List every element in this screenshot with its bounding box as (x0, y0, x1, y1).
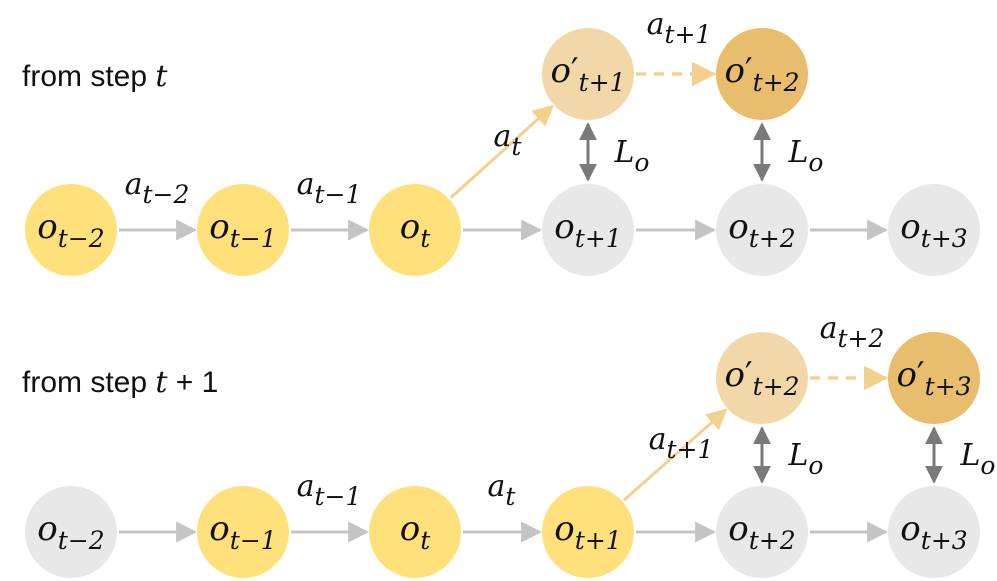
edge-label-a-t−1: at−1 (297, 469, 362, 511)
node-op_t+2: o′t+2 (716, 332, 808, 424)
row-title: from step t + 1 (22, 365, 218, 400)
edge-label-a-t: at (494, 119, 523, 161)
node-label: ot+1 (554, 207, 621, 253)
nodes: ot−2 ot−1 ot ot+1 ot+2 ot+3 o′t+2 o′t+3 (25, 332, 980, 578)
node-label: o′t+1 (550, 51, 625, 97)
node-label: ot−1 (209, 207, 276, 253)
node-o_t+3: ot+3 (888, 486, 980, 578)
node-circle (542, 184, 634, 276)
node-o_t: ot (369, 486, 461, 578)
row-title: from step t (22, 59, 168, 94)
node-o_t-1: ot−1 (197, 486, 289, 578)
edge-label-a-t−1: at−1 (297, 167, 362, 209)
node-circle (888, 184, 980, 276)
edge-label-L-o: Lo (960, 438, 996, 480)
node-o_t-2: ot−2 (25, 486, 117, 578)
edge-label-a-t: at (488, 469, 517, 511)
node-circle (888, 332, 980, 424)
node-op_t+1: o′t+1 (542, 28, 634, 120)
edge-label-a-t−2: at−2 (125, 167, 190, 209)
node-circle (716, 486, 808, 578)
edge-label-L-o: Lo (614, 135, 650, 177)
edges: at−1 at at+1 at+2Lo Lo (119, 311, 996, 543)
node-o_t+2: ot+2 (716, 486, 808, 578)
node-label: ot (400, 207, 431, 253)
node-op_t+3: o′t+3 (888, 332, 980, 424)
edges: at−2 at−1 at at+1Lo Lo (119, 7, 889, 241)
edge-label-a-t+2: at+2 (820, 311, 885, 353)
node-circle (197, 486, 289, 578)
node-circle (197, 184, 289, 276)
node-circle (542, 486, 634, 578)
node-circle (716, 28, 808, 120)
node-label: o′t+2 (724, 51, 799, 97)
node-circle (716, 184, 808, 276)
node-o_t: ot (369, 184, 461, 276)
node-label: ot−1 (209, 509, 276, 555)
node-label: ot+2 (728, 509, 795, 555)
node-o_t-1: ot−1 (197, 184, 289, 276)
node-label: o′t+2 (724, 355, 799, 401)
node-label: ot+2 (728, 207, 795, 253)
node-label: ot+3 (900, 509, 967, 555)
node-circle (369, 486, 461, 578)
node-label: o′t+3 (896, 355, 971, 401)
node-op_t+2: o′t+2 (716, 28, 808, 120)
node-label: ot+1 (554, 509, 621, 555)
node-label: ot (400, 509, 431, 555)
node-label: ot+3 (900, 207, 967, 253)
node-circle (716, 332, 808, 424)
node-o_t-2: ot−2 (25, 184, 117, 276)
node-circle (25, 184, 117, 276)
edge-label-L-o: Lo (788, 438, 824, 480)
node-circle (369, 184, 461, 276)
node-circle (25, 486, 117, 578)
node-o_t+3: ot+3 (888, 184, 980, 276)
node-circle (542, 28, 634, 120)
node-o_t+1: ot+1 (542, 184, 634, 276)
edge-label-a-t+1: at+1 (649, 422, 714, 464)
node-label: ot−2 (37, 509, 104, 555)
edge-label-a-t+1: at+1 (647, 7, 712, 49)
edge-action-o_t-to-op_t+1 (449, 104, 554, 199)
node-o_t+1: ot+1 (542, 486, 634, 578)
nodes: ot−2 ot−1 ot ot+1 ot+2 ot+3 o′t+1 o′t+2 (25, 28, 980, 276)
edge-label-L-o: Lo (788, 135, 824, 177)
node-circle (888, 486, 980, 578)
node-o_t+2: ot+2 (716, 184, 808, 276)
edge-action-o_t+1-to-op_t+2 (622, 408, 728, 502)
node-label: ot−2 (37, 207, 104, 253)
